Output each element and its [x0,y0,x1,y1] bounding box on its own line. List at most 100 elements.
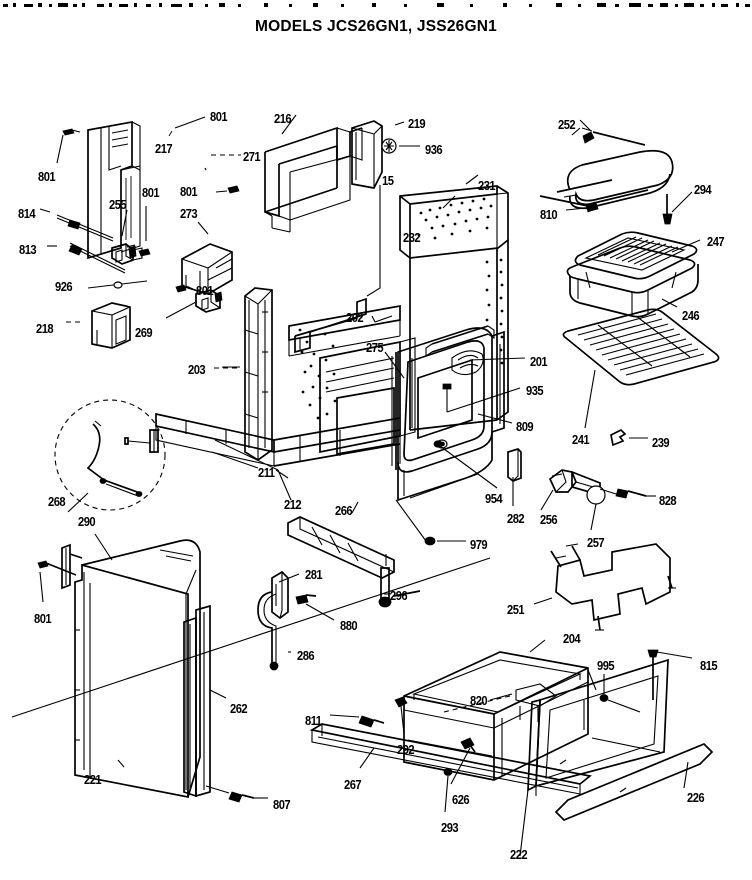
callout-256: 256 [540,512,558,527]
callout-216: 216 [274,111,292,126]
leader-290 [94,533,113,561]
callout-801: 801 [34,611,52,626]
callout-809: 809 [516,419,534,434]
scan-speck [712,3,715,7]
scan-speck [660,3,668,7]
scan-speck [556,3,562,7]
fastener-801-near-269 [175,284,194,293]
scan-speck [13,3,16,7]
callout-202: 202 [346,310,364,325]
part-266-rack-guide [287,501,395,579]
scan-speck [503,3,507,7]
fastener-995 [599,674,641,713]
fastener-815 [647,649,693,700]
part-226-handle [554,742,714,822]
callout-293: 293 [441,820,459,835]
fastener-810 [539,195,599,212]
callout-275: 275 [366,340,384,355]
fastener-828 [615,488,656,499]
callout-801: 801 [180,184,198,199]
part-246-broiler-pan [566,245,699,318]
scan-speck [700,4,704,7]
part-218-bracket [66,302,131,349]
scan-speck [736,3,739,7]
callout-266: 266 [335,503,353,518]
leader-202b [371,315,376,323]
callout-801: 801 [142,185,160,200]
part-269-clip [165,289,223,319]
callout-246: 246 [682,308,700,323]
part-15-trim-rail [294,185,381,354]
node-954 [433,440,443,448]
callout-255: 255 [109,197,127,212]
scan-speck [134,3,137,7]
scan-speck [675,4,678,7]
leader-201 [469,357,526,361]
part-231-oven-body [298,174,509,431]
callout-926: 926 [55,279,73,294]
callout-239: 239 [652,435,670,450]
scan-speck [721,4,728,7]
part-241-oven-rack [562,308,720,429]
page-title: MODELS JCS26GN1, JSS26GN1 [255,18,497,35]
part-275-inner-box [319,337,416,456]
leader-275 [384,351,405,379]
scan-speck [684,3,694,7]
callout-211: 211 [258,465,275,480]
callout-221: 221 [84,772,102,787]
scan-speck [82,3,85,7]
scan-speck [615,4,619,7]
scan-speck [578,4,581,7]
callout-935: 935 [526,383,544,398]
part-281-spring [257,570,300,671]
fastener-801-upper-left [56,128,81,164]
callout-954: 954 [485,491,503,506]
fastener-292 [394,696,408,735]
callout-290: 290 [78,514,96,529]
callout-241: 241 [572,432,590,447]
callout-267: 267 [344,777,362,792]
callout-815: 815 [700,658,718,673]
part-813-rod [47,242,126,274]
callout-296: 296 [390,588,408,603]
part-814-rod [39,208,114,242]
scan-speck [159,3,162,7]
scan-speck [289,4,292,7]
scan-speck [219,3,225,7]
callout-226: 226 [687,790,705,805]
callout-936: 936 [425,142,443,157]
callout-810: 810 [540,207,558,222]
detail-circle-268 [54,399,166,513]
part-203-side-panel [214,287,273,462]
part-202-liner [288,304,401,357]
part-979-grommet [395,499,466,546]
scan-speck [372,3,376,7]
fastener-293 [443,768,453,813]
part-294-screw [662,191,693,225]
callout-251: 251 [507,602,525,617]
scan-speck [238,4,241,7]
leader-809 [477,413,513,424]
callout-257: 257 [587,535,605,550]
callout-286: 286 [297,648,315,663]
callout-814: 814 [18,206,36,221]
scan-speck [745,4,750,7]
scan-speck [24,4,33,7]
scan-speck [109,3,112,7]
callout-268: 268 [48,494,66,509]
leader-211 [275,469,289,479]
scan-speck [470,4,473,7]
part-247-broiler-grid [574,231,701,280]
callout-807: 807 [273,797,291,812]
callout-820: 820 [470,693,488,708]
callout-813: 813 [19,242,37,257]
scan-speck [629,3,641,7]
callout-222: 222 [510,847,528,862]
callout-811: 811 [305,713,322,728]
part-201-oven-door [391,325,505,502]
callout-273: 273 [180,206,198,221]
fastener-801-mid-left [138,206,151,257]
part-262-door-trim [183,604,227,798]
callout-218: 218 [36,321,54,336]
part-267-drawer-rail [309,723,592,795]
